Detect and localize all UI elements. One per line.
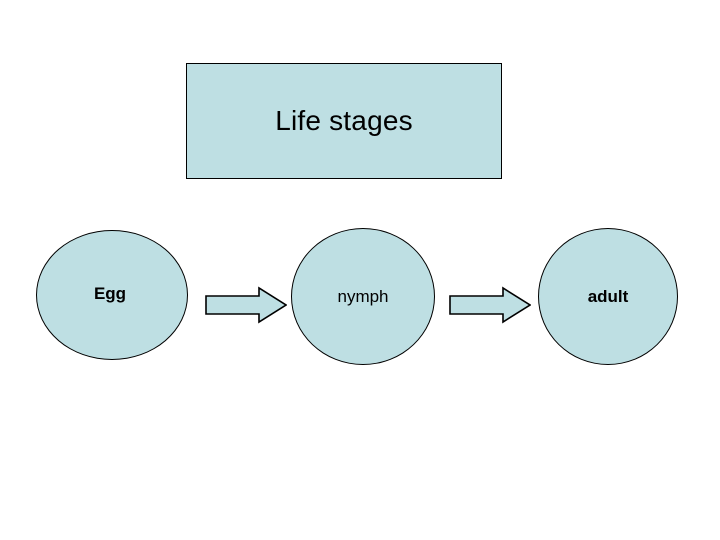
right-block-arrow-icon <box>205 286 287 324</box>
stage-label-nymph: nymph <box>337 287 389 306</box>
page-title: Life stages <box>275 105 413 136</box>
stage-node-egg[interactable]: Egg <box>36 230 188 360</box>
right-block-arrow-icon-egg-to-nymph[interactable] <box>205 286 287 324</box>
stage-label-egg: Egg <box>93 283 127 303</box>
right-block-arrow-icon-nymph-to-adult[interactable] <box>449 286 531 324</box>
stage-label-adult: adult <box>587 287 629 306</box>
stage-node-nymph[interactable]: nymph <box>291 228 435 365</box>
stage-node-adult[interactable]: adult <box>538 228 678 365</box>
right-block-arrow-icon <box>449 286 531 324</box>
title-box[interactable]: Life stages <box>186 63 502 179</box>
